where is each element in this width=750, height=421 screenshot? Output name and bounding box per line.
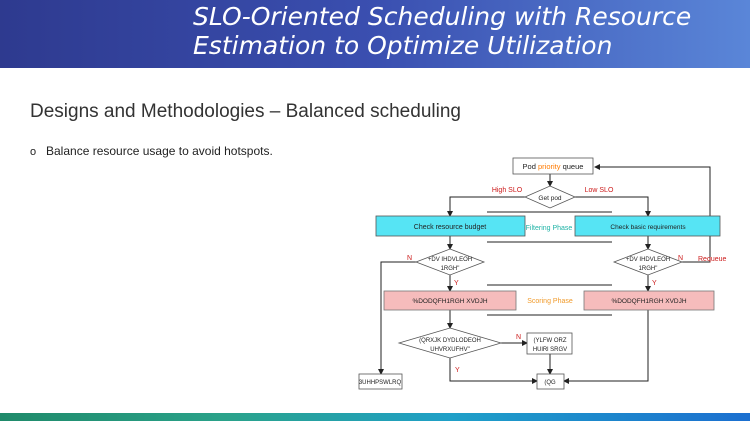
left-no-label: N [407,255,412,262]
enough-line-1: (QRXJK DYDLODEOH [419,338,481,344]
requeue-label: Requeue [698,256,727,263]
balance-right-box [583,290,715,311]
bullet-marker: o [30,146,37,158]
left-decision-line-2: 1RGH" [441,266,460,272]
get-pod-decision [524,185,576,209]
check-budget-box [375,215,526,237]
evict-line-2: HUlRl SRGV [533,347,567,353]
high-slo-label: High SLO [492,187,523,194]
right-feasible-decision [612,248,684,276]
slide-subtitle: Designs and Methodologies – Balanced sch… [30,101,461,122]
left-decision-line-1: +DV IHDVLEOH [428,257,472,263]
scoring-phase-label: Scoring Phase [527,298,573,305]
enough-yes-label: Y [455,367,460,374]
balance-left-box [383,290,517,311]
slide-title: SLO-Oriented Scheduling with Resource Es… [193,2,692,60]
bottom-accent-bar [0,413,750,421]
low-slo-label: Low SLO [585,187,614,194]
end-label: (QG [544,380,556,386]
enough-resources-decision [397,327,503,359]
preemption-label: 3UHHPSWLRQ [359,380,402,386]
filter-right-label: Check basic requirements [610,224,686,231]
left-yes-label: Y [454,280,459,287]
enough-no-label: N [516,334,521,341]
left-feasible-decision [414,248,486,276]
pod-priority-queue-box [512,157,594,175]
preemption-box [358,373,403,390]
pod-priority-queue-label: Pod priority queue [523,162,584,171]
title-banner [0,0,750,68]
enough-line-2: UHVRXUFHV" [430,347,469,353]
right-decision-line-2: 1RGH" [639,266,658,272]
bullet-item: o Balance resource usage to avoid hotspot… [30,144,273,158]
phase-separators [487,211,612,316]
filter-right-box [574,215,721,237]
check-budget-label: Check resource budget [414,224,486,231]
evict-line-1: (YLFW ORZ [534,338,567,344]
balance-right-label: %DODQFH1RGH XVDJH [611,298,686,305]
flow-connectors [378,164,711,384]
right-yes-label: Y [652,280,657,287]
balance-left-label: %DODQFH1RGH XVDJH [412,298,487,305]
filtering-phase-label: Filtering Phase [526,225,573,232]
right-no-label: N [678,255,683,262]
bullet-text: Balance resource usage to avoid hotspots… [46,144,273,158]
end-box [536,373,565,390]
right-decision-line-1: +DV IHDVLEOH [626,257,670,263]
evict-box [526,332,573,355]
get-pod-label: Get pod [538,195,562,202]
